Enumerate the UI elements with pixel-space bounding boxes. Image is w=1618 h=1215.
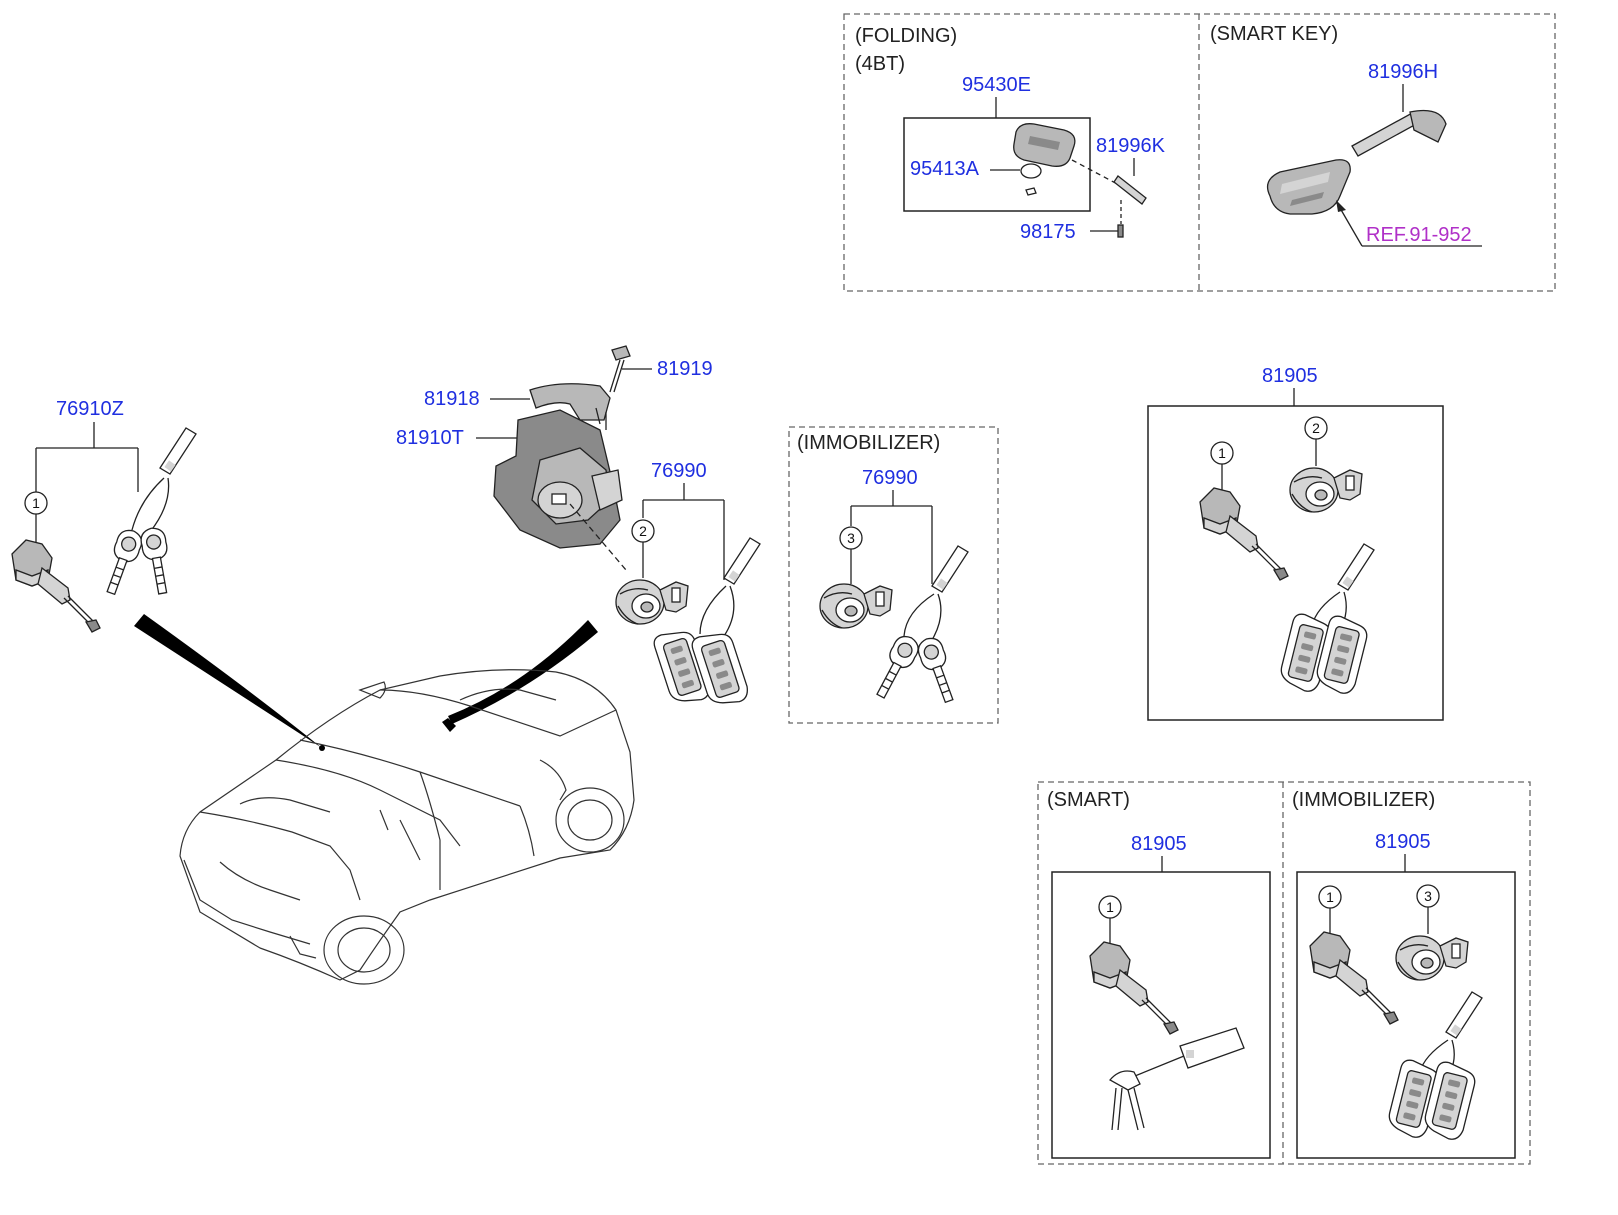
ignition-lock-immobilizer-set bbox=[1395, 935, 1469, 981]
part-98175[interactable]: 98175 bbox=[1020, 221, 1076, 243]
folding-key-box bbox=[903, 117, 1091, 212]
folding-caption: (FOLDING) bbox=[855, 25, 957, 47]
emergency-key-smart-set bbox=[1108, 1027, 1245, 1131]
car-outline bbox=[179, 669, 635, 985]
door-lock-cylinder-left bbox=[11, 539, 101, 633]
ignition-lock-2-left bbox=[615, 579, 689, 625]
folding-4bt-caption: (4BT) bbox=[855, 53, 905, 75]
part-76910Z[interactable]: 76910Z bbox=[56, 398, 124, 420]
smart-key-illustration bbox=[1266, 109, 1447, 215]
fob-set-81905-immobilizer bbox=[1384, 991, 1483, 1143]
smart-key-caption: (SMART KEY) bbox=[1210, 23, 1338, 45]
svg-text:1: 1 bbox=[1106, 899, 1114, 915]
part-95413A[interactable]: 95413A bbox=[910, 158, 980, 180]
part-81996H[interactable]: 81996H bbox=[1368, 61, 1438, 83]
pointer-left bbox=[134, 614, 322, 748]
pointer-right bbox=[448, 620, 598, 724]
door-lock-cylinder-smart-set bbox=[1089, 941, 1179, 1035]
ref-91-952-link[interactable]: REF.91-952 bbox=[1366, 224, 1472, 246]
svg-text:3: 3 bbox=[847, 530, 855, 546]
immobilizer-mid-frame bbox=[788, 426, 999, 724]
svg-text:2: 2 bbox=[1312, 420, 1320, 436]
bottom-dashed-frame bbox=[1037, 781, 1531, 1165]
shroud-81918 bbox=[529, 383, 611, 421]
key-set-76910Z bbox=[98, 427, 197, 598]
fob-set-76990-left bbox=[651, 537, 761, 711]
folding-key-illustration bbox=[1013, 123, 1076, 196]
svg-text:3: 3 bbox=[1424, 888, 1432, 904]
fob-set-81905-top bbox=[1276, 543, 1375, 697]
steering-lock-81910T bbox=[493, 407, 623, 549]
part-81905-top[interactable]: 81905 bbox=[1262, 365, 1318, 387]
key-set-76990-immobilizer bbox=[869, 545, 969, 706]
set-81905-top-box bbox=[1147, 405, 1444, 721]
part-81919[interactable]: 81919 bbox=[657, 358, 713, 380]
ignition-lock-3-mid bbox=[819, 583, 893, 629]
part-81905-immobilizer[interactable]: 81905 bbox=[1375, 831, 1431, 853]
set-81905-immobilizer-box bbox=[1296, 871, 1516, 1159]
svg-text:1: 1 bbox=[1218, 445, 1226, 461]
part-76990-left[interactable]: 76990 bbox=[651, 460, 707, 482]
immobilizer-bottom-caption: (IMMOBILIZER) bbox=[1292, 789, 1435, 811]
bolt-81919 bbox=[609, 345, 631, 393]
svg-text:1: 1 bbox=[1326, 889, 1334, 905]
part-81910T[interactable]: 81910T bbox=[396, 427, 464, 449]
door-lock-cylinder-top-set bbox=[1199, 487, 1289, 581]
ignition-lock-top-set bbox=[1289, 467, 1363, 513]
smart-caption: (SMART) bbox=[1047, 789, 1130, 811]
immobilizer-mid-caption: (IMMOBILIZER) bbox=[797, 432, 940, 454]
part-95430E[interactable]: 95430E bbox=[962, 74, 1031, 96]
part-81905-smart[interactable]: 81905 bbox=[1131, 833, 1187, 855]
part-76990-immobilizer[interactable]: 76990 bbox=[862, 467, 918, 489]
part-81918[interactable]: 81918 bbox=[424, 388, 480, 410]
door-lock-cylinder-immobilizer-set bbox=[1309, 931, 1399, 1025]
set-81905-smart-box bbox=[1051, 871, 1271, 1159]
svg-text:1: 1 bbox=[32, 495, 40, 511]
svg-text:2: 2 bbox=[639, 523, 647, 539]
part-81996K[interactable]: 81996K bbox=[1096, 135, 1166, 157]
